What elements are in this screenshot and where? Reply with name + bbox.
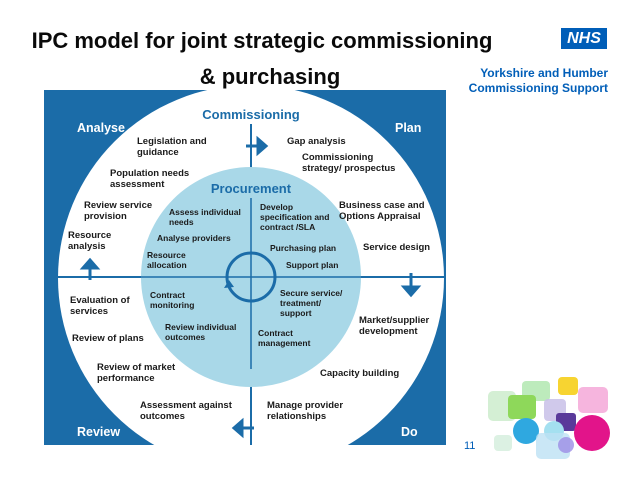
ipc-model-diagram: Commissioning Procurement Analyse Plan D… — [44, 90, 446, 445]
arrow-down-icon — [400, 273, 422, 298]
procurement-item-6: Secure service/treatment/support — [280, 288, 343, 318]
arrow-up-icon — [79, 257, 101, 280]
arrow-right-icon — [246, 135, 269, 157]
page-number: 11 — [464, 440, 476, 452]
ring-item-9: Capacity building — [320, 368, 399, 379]
decorative-shapes — [488, 377, 610, 459]
ring-item-4: Gap analysis — [287, 136, 346, 147]
procurement-label: Procurement — [211, 181, 292, 196]
procurement-item-4: Purchasing plan — [270, 243, 336, 253]
org-name-line-2: Commissioning Support — [468, 81, 608, 95]
central-cycle-circle — [225, 251, 277, 303]
quadrant-analyse: Analyse — [77, 121, 125, 135]
ring-item-7: Service design — [363, 242, 430, 253]
procurement-item-1: Analyse providers — [157, 233, 231, 243]
quadrant-plan: Plan — [395, 121, 421, 135]
procurement-item-5: Support plan — [286, 260, 338, 270]
slide-title-line-1: IPC model for joint strategic commission… — [31, 28, 493, 53]
arrow-left-icon — [231, 417, 254, 439]
ring-item-13: Review of plans — [72, 333, 144, 344]
quadrant-do: Do — [401, 425, 418, 439]
quadrant-review: Review — [77, 425, 120, 439]
commissioning-label: Commissioning — [202, 107, 300, 122]
central-cycle-arrowhead — [224, 280, 234, 288]
org-name-line-1: Yorkshire and Humber — [480, 66, 608, 80]
slide-title-line-2: & purchasing — [199, 64, 341, 89]
nhs-logo: NHS — [561, 28, 607, 49]
